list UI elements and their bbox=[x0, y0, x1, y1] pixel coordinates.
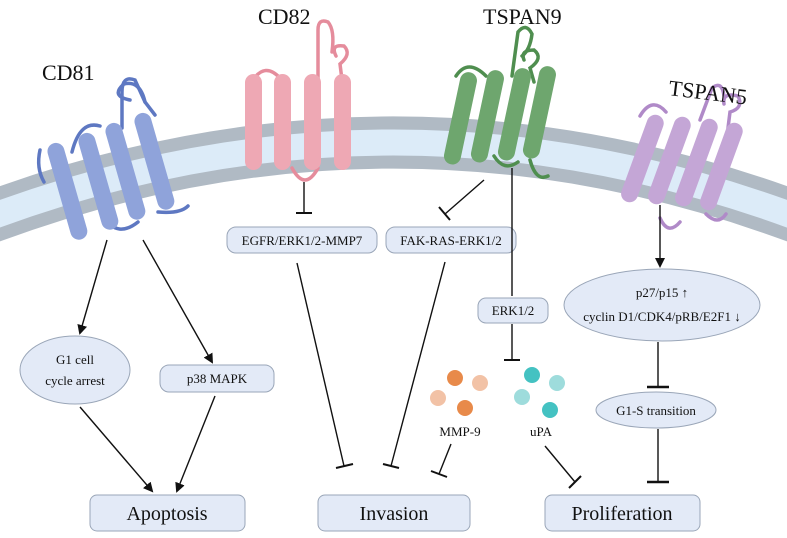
tspan5-label: TSPAN5 bbox=[667, 75, 748, 109]
proliferation-text: Proliferation bbox=[571, 503, 672, 525]
apoptosis-box: Apoptosis bbox=[89, 494, 246, 532]
inhibit-egfr-invasion bbox=[296, 262, 345, 467]
erk-box: ERK1/2 bbox=[477, 297, 549, 324]
arrow-g1arrest-apoptosis bbox=[79, 406, 154, 493]
p27-ellipse: p27/p15 ↑ cyclin D1/CDK4/pRB/E2F1 ↓ bbox=[563, 268, 761, 342]
arrow-cd81-g1arrest bbox=[77, 239, 108, 335]
erk-text: ERK1/2 bbox=[492, 303, 535, 318]
cd82-label: CD82 bbox=[258, 4, 311, 29]
inhibit-tspan9-fak bbox=[444, 179, 485, 215]
p38-box: p38 MAPK bbox=[159, 364, 275, 393]
arrow-p38-apoptosis bbox=[175, 395, 216, 493]
arrow-cd81-p38 bbox=[142, 239, 213, 364]
cd81-label: CD81 bbox=[42, 60, 95, 85]
p38-text: p38 MAPK bbox=[187, 371, 248, 386]
inhibition-lines bbox=[296, 168, 669, 489]
upa-molecules bbox=[514, 367, 565, 418]
egfr-text: EGFR/ERK1/2-MMP7 bbox=[242, 233, 363, 248]
mmp9-molecules bbox=[430, 370, 488, 416]
activation-arrows bbox=[77, 205, 665, 493]
inhibit-upa-proliferation bbox=[544, 445, 576, 483]
cd81-protein bbox=[36, 77, 190, 240]
fak-text: FAK-RAS-ERK1/2 bbox=[400, 233, 502, 248]
tspan5-protein bbox=[621, 83, 743, 230]
mmp9-label: MMP-9 bbox=[439, 424, 480, 439]
cd82-protein bbox=[245, 19, 351, 182]
invasion-text: Invasion bbox=[360, 503, 429, 525]
apoptosis-text: Apoptosis bbox=[126, 503, 207, 525]
g1-arrest-ellipse: G1 cell cycle arrest bbox=[19, 335, 131, 405]
p27-line1: p27/p15 ↑ bbox=[636, 285, 688, 300]
fak-box: FAK-RAS-ERK1/2 bbox=[385, 226, 517, 254]
g1s-text: G1-S transition bbox=[616, 403, 696, 418]
upa-label: uPA bbox=[530, 424, 553, 439]
g1-arrest-line2: cycle arrest bbox=[45, 373, 105, 388]
egfr-box: EGFR/ERK1/2-MMP7 bbox=[226, 226, 378, 254]
inhibit-fak-invasion bbox=[390, 261, 446, 467]
invasion-box: Invasion bbox=[317, 494, 471, 532]
proliferation-box: Proliferation bbox=[544, 494, 701, 532]
tspan9-label: TSPAN9 bbox=[483, 4, 562, 29]
g1s-ellipse: G1-S transition bbox=[595, 391, 717, 429]
tspan9-protein bbox=[443, 25, 556, 179]
g1-arrest-line1: G1 cell bbox=[56, 352, 94, 367]
inhibit-mmp9-invasion bbox=[438, 443, 452, 475]
p27-line2: cyclin D1/CDK4/pRB/E2F1 ↓ bbox=[583, 309, 740, 324]
